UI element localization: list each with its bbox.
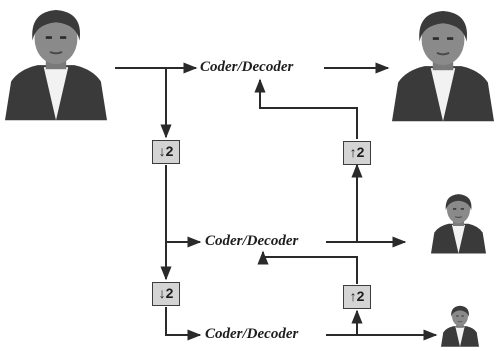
- coder-decoder-label-2: Coder/Decoder: [203, 232, 301, 250]
- upsample-box-2: ↑2: [343, 285, 371, 309]
- arrow-upsample1-to-coder1: [254, 78, 358, 139]
- portrait-image-output-full: [390, 9, 496, 123]
- downsample-box-2: ↓2: [152, 282, 180, 306]
- arrow-upsample2-to-coder2: [257, 250, 358, 284]
- downsample-box-1: ↓2: [152, 140, 180, 164]
- coder-decoder-label-1: Coder/Decoder: [198, 58, 296, 76]
- arrow-to-coder3: [165, 307, 202, 341]
- portrait-image-half: [430, 193, 487, 255]
- portrait-image-full: [3, 8, 109, 122]
- connector-lines: [115, 62, 438, 341]
- upsample-box-1: ↑2: [343, 141, 371, 165]
- coder-decoder-label-3: Coder/Decoder: [203, 325, 301, 343]
- portrait-image-quarter: [440, 305, 480, 348]
